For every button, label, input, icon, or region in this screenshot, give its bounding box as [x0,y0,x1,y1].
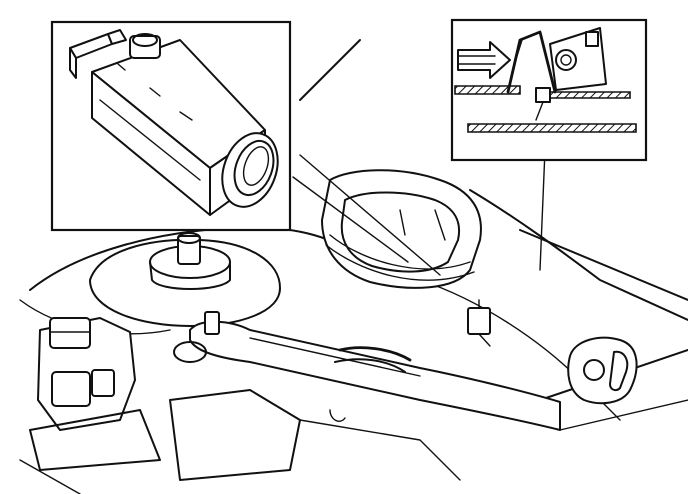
airflow-arrow-icon [457,41,511,79]
sensor-cap [129,33,161,59]
windshield-edge-line [299,39,361,101]
cowl-opening [321,169,482,289]
leader-line-to-detail-2 [299,154,441,276]
strut-tower [89,232,281,327]
airflow-inset [450,18,648,162]
bulkhead-bottom-line [559,399,688,431]
mounting-plate [567,336,638,405]
main-view [19,39,688,494]
baffle-edge [511,39,523,73]
coolant-hose-lower [334,358,406,373]
upper-panel-hatch [454,85,521,95]
leader-line-to-detail [292,176,409,263]
inset-sensor-wire [535,101,544,121]
strut-brace [169,311,561,481]
upper-panel-hatch-right [547,91,631,99]
lower-panel-hatch [467,123,637,133]
brake-reservoir [19,317,161,494]
cowl-top-line [519,229,688,301]
sensor-grommet [221,132,279,208]
detail-inset [50,20,292,232]
inset-sensor [535,87,551,103]
leader-line-to-airflow [539,149,546,271]
fan-housing [549,27,607,91]
sensor-clip [69,29,127,79]
connector-clip [467,299,491,347]
cowl-edge-line [469,189,688,321]
coolant-hose [338,346,412,362]
